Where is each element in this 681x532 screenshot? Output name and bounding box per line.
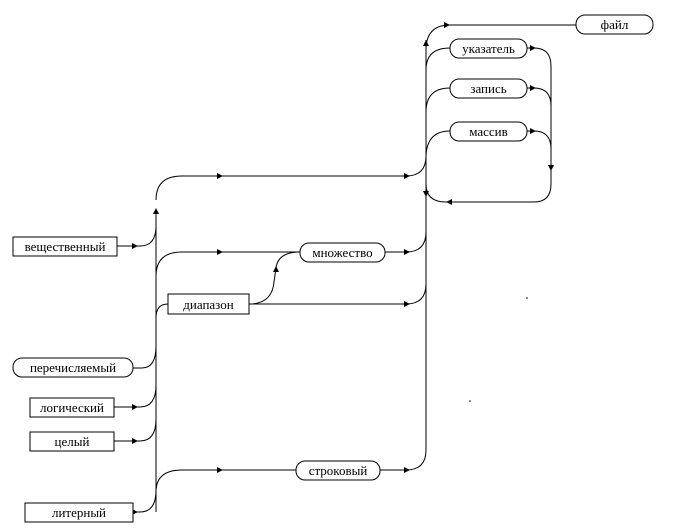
- node-set-label: множество: [312, 245, 372, 260]
- node-real-label: вещественный: [25, 239, 106, 254]
- node-array-label: массив: [469, 124, 508, 139]
- node-pointer: указатель: [449, 38, 528, 59]
- node-file-label: файл: [601, 17, 629, 32]
- arrowheads: [132, 22, 554, 515]
- stray-dot: [469, 400, 471, 402]
- node-range-label: диапазон: [183, 297, 233, 312]
- node-boolean: логический: [29, 397, 115, 418]
- node-array: массив: [449, 121, 528, 142]
- node-boolean-label: логический: [40, 400, 104, 415]
- node-integer-label: целый: [55, 434, 90, 449]
- node-record: запись: [449, 78, 528, 99]
- node-real: вещественный: [12, 236, 118, 257]
- node-enumerated: перечисляемый: [12, 357, 134, 378]
- node-pointer-label: указатель: [462, 41, 515, 56]
- node-char-label: литерный: [52, 505, 106, 520]
- stray-dot: [526, 297, 528, 299]
- node-set: множество: [299, 242, 386, 263]
- node-file: файл: [575, 14, 654, 35]
- node-record-label: запись: [470, 81, 506, 96]
- node-string: строковый: [295, 460, 381, 481]
- node-string-label: строковый: [309, 463, 368, 478]
- node-integer: целый: [29, 431, 115, 452]
- node-range: диапазон: [167, 293, 250, 315]
- node-char: литерный: [24, 502, 134, 523]
- node-enumerated-label: перечисляемый: [30, 360, 116, 375]
